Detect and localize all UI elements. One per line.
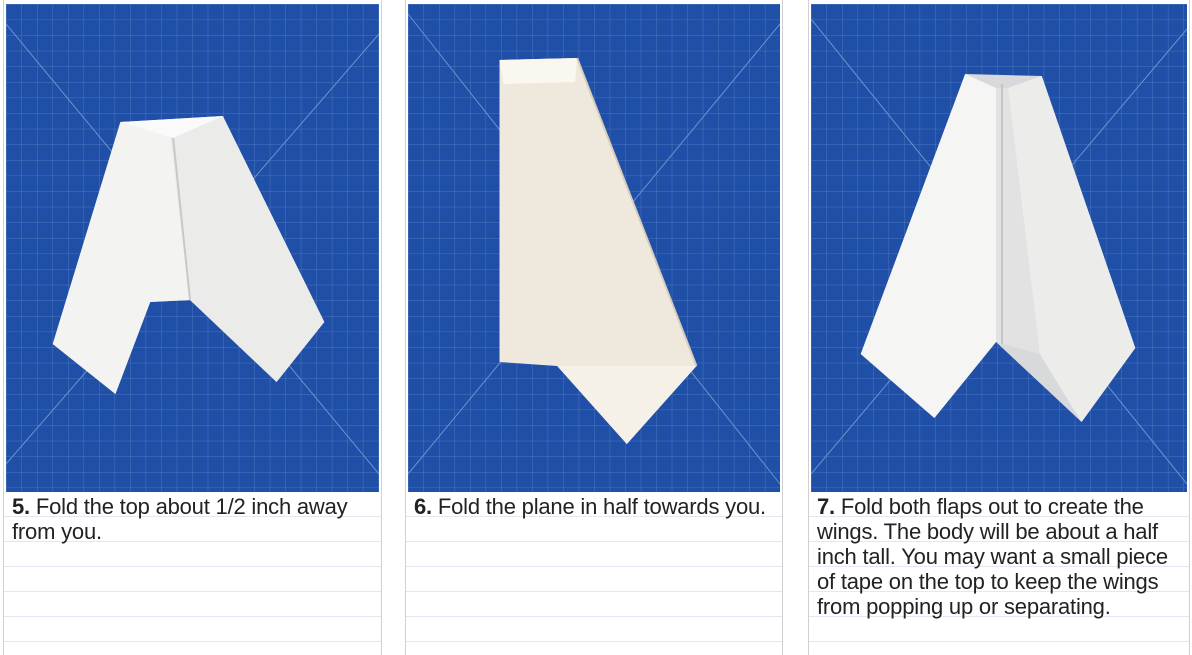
- step-6-text: Fold the plane in half towards you.: [431, 494, 766, 519]
- step-6-number: 6.: [414, 494, 432, 519]
- step-7-photo: [811, 4, 1187, 492]
- step-6-caption: 6. Fold the plane in half towards you.: [406, 492, 782, 655]
- step-7-number: 7.: [817, 494, 835, 519]
- step-5-panel: 5. Fold the top about 1/2 inch away from…: [3, 0, 382, 655]
- step-7-caption: 7. Fold both flaps out to create the win…: [809, 492, 1189, 655]
- step-5-caption: 5. Fold the top about 1/2 inch away from…: [4, 492, 381, 655]
- step-6-panel: 6. Fold the plane in half towards you.: [405, 0, 783, 655]
- step-5-photo: [6, 4, 379, 492]
- step-6-photo: [408, 4, 780, 492]
- step-5-image: [6, 4, 379, 492]
- step-5-number: 5.: [12, 494, 30, 519]
- step-6-image: [408, 4, 780, 492]
- step-7-text: Fold both flaps out to create the wings.…: [817, 494, 1168, 619]
- step-7-panel: 7. Fold both flaps out to create the win…: [808, 0, 1190, 655]
- step-5-text: Fold the top about 1/2 inch away from yo…: [12, 494, 348, 544]
- step-7-image: [811, 4, 1187, 492]
